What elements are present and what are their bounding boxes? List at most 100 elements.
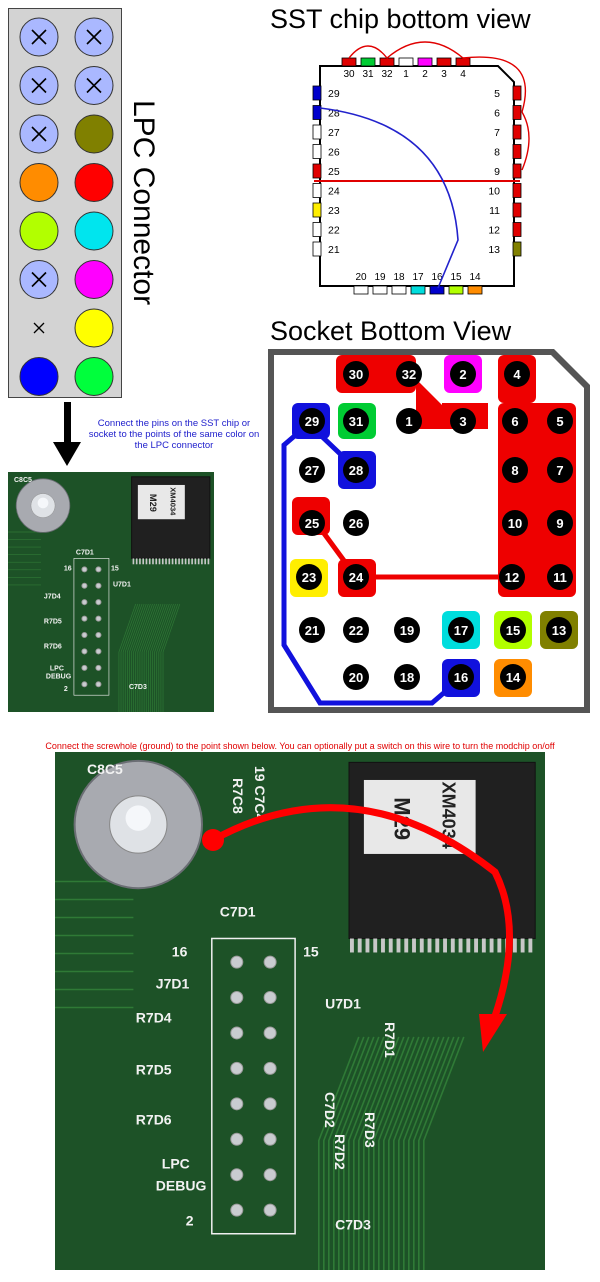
socket-pin xyxy=(448,617,474,643)
header-pin xyxy=(95,631,102,639)
socket-pin xyxy=(394,664,420,690)
sst-pin xyxy=(379,57,395,67)
socket-pin xyxy=(500,617,526,643)
pcb-label: R7D2 xyxy=(332,1134,348,1170)
socket-pin xyxy=(547,564,573,590)
sst-pin xyxy=(417,57,433,67)
pcb-trace xyxy=(126,603,145,712)
sst-pin xyxy=(312,144,322,159)
header-pin xyxy=(81,631,88,639)
sst-pin-label: 22 xyxy=(328,225,340,237)
pcb-label: R7C8 xyxy=(230,778,246,814)
socket-pin-label: 19 xyxy=(400,623,414,638)
socket-pin-label: 21 xyxy=(305,623,319,638)
socket-pin-label: 27 xyxy=(305,463,319,478)
chip-leg xyxy=(207,558,210,565)
pcb-trace xyxy=(353,1036,395,1270)
socket-pin-label: 15 xyxy=(506,623,520,638)
socket-pin xyxy=(500,664,526,690)
pcb-trace xyxy=(145,603,164,712)
x-mark-icon xyxy=(33,322,45,334)
pcb-trace xyxy=(388,1036,430,1270)
pcb-trace xyxy=(333,1036,375,1270)
sst-pin-label: 30 xyxy=(343,69,355,80)
header-pin xyxy=(95,615,102,622)
chip-leg xyxy=(204,558,206,565)
pcb-trace xyxy=(131,603,149,712)
pcb-label: C7D1 xyxy=(220,903,256,919)
sst-wire xyxy=(462,56,527,113)
chip-leg xyxy=(148,558,151,565)
socket-pin-label: 30 xyxy=(349,367,363,382)
sst-chip-title: SST chip bottom view xyxy=(270,4,531,34)
socket-pin-label: 31 xyxy=(349,414,363,429)
socket-pin-label: 14 xyxy=(506,670,521,685)
pcb-trace xyxy=(423,1036,465,1270)
sst-pin-label: 13 xyxy=(488,244,500,256)
socket-pin-label: 26 xyxy=(349,516,363,531)
sst-wire xyxy=(319,107,459,289)
socket-pin xyxy=(502,510,528,536)
header-pin xyxy=(263,1026,277,1040)
socket-pin-label: 22 xyxy=(349,623,363,638)
pcb-trace xyxy=(120,603,139,712)
sst-pin-label: 20 xyxy=(355,272,367,283)
header-pin xyxy=(263,1203,277,1217)
sst-pin xyxy=(512,222,522,237)
chip-leg xyxy=(132,558,135,565)
socket-pin xyxy=(450,361,476,387)
sst-pin-label: 19 xyxy=(374,272,386,283)
socket-pin-label: 23 xyxy=(302,570,316,585)
pcb-trace xyxy=(162,603,181,712)
sst-pin xyxy=(512,105,522,120)
sst-pin xyxy=(312,85,322,101)
socket-pin xyxy=(546,617,572,643)
x-mark-icon xyxy=(31,77,47,94)
lpc-pin-right xyxy=(74,260,114,299)
lpc-pin-right xyxy=(74,163,114,202)
socket-pin xyxy=(499,564,525,590)
chip-leg xyxy=(350,938,354,953)
pcb-trace xyxy=(139,603,158,712)
header-pin xyxy=(95,566,102,573)
sst-pin xyxy=(512,163,522,179)
chip-leg xyxy=(184,558,187,565)
socket-pin xyxy=(448,664,474,690)
chip-leg xyxy=(365,938,370,953)
socket-pin-label: 13 xyxy=(552,623,566,638)
sst-pin-label: 16 xyxy=(431,272,443,283)
chip-leg xyxy=(466,938,471,953)
chip-leg xyxy=(175,558,177,565)
socket-pin xyxy=(299,510,325,536)
sst-pin xyxy=(429,285,445,295)
pcb-label: LPC xyxy=(50,665,64,672)
socket-pin xyxy=(343,361,369,387)
pcb-label: J7D1 xyxy=(156,975,190,991)
header-pin xyxy=(81,681,88,688)
chip-leg xyxy=(520,938,525,953)
lpc-header-outline xyxy=(73,558,110,696)
socket-pin-label: 24 xyxy=(349,570,364,585)
chip-leg xyxy=(396,938,401,953)
pcb-trace xyxy=(154,603,172,712)
socket-title: Socket Bottom View xyxy=(270,316,512,346)
socket-pin xyxy=(504,361,530,387)
header-pin xyxy=(230,1097,244,1111)
chip-leg xyxy=(188,558,190,565)
sst-pin-label: 6 xyxy=(494,108,500,120)
pcb-trace xyxy=(118,603,137,712)
pcb-trace xyxy=(129,603,147,712)
socket-pin xyxy=(396,408,422,434)
sst-pin-label: 17 xyxy=(412,272,424,283)
sst-wire xyxy=(521,111,530,171)
lpc-pin-right xyxy=(74,308,114,348)
chip-leg xyxy=(481,938,486,953)
pcb-trace xyxy=(152,603,170,712)
sst-pin xyxy=(512,85,522,101)
sst-pin xyxy=(312,241,322,257)
pcb-label: R7D4 xyxy=(136,1009,172,1025)
sst-pin xyxy=(410,285,426,295)
chip-leg xyxy=(412,938,416,953)
